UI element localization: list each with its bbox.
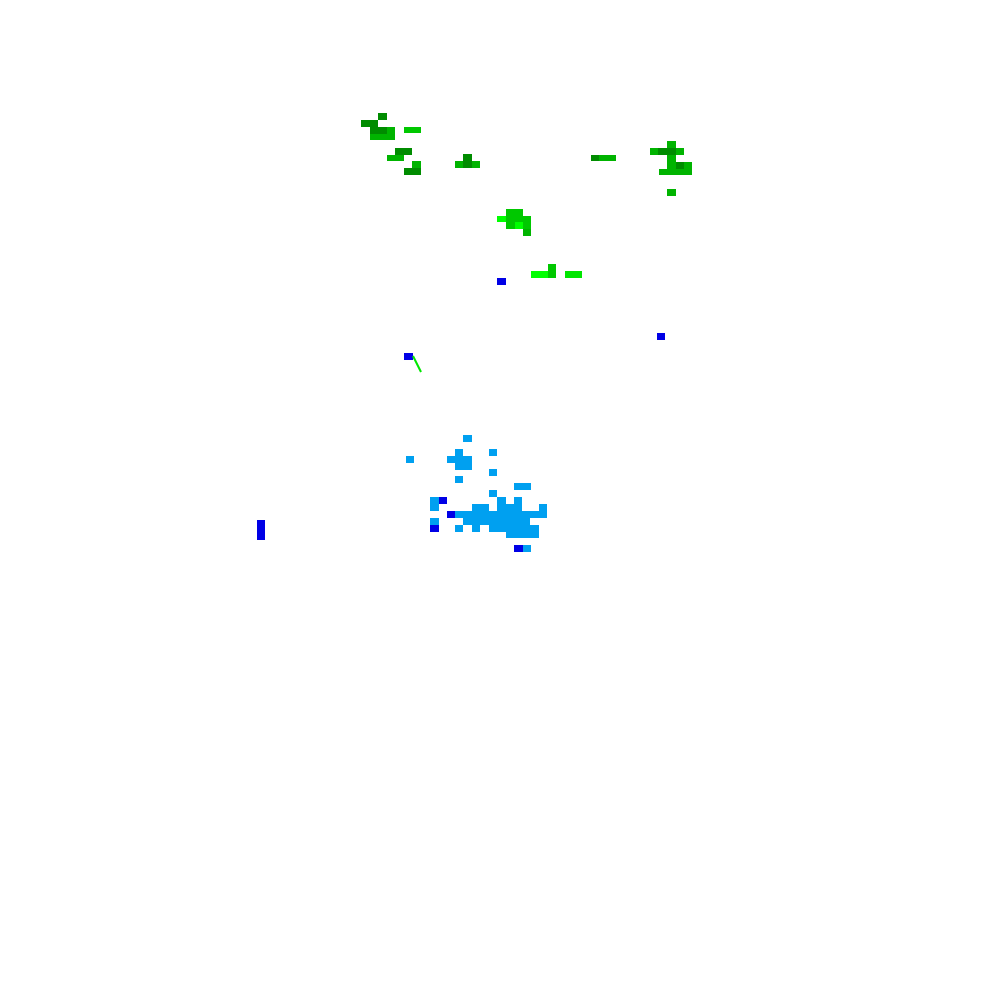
map-pixel bbox=[463, 435, 472, 442]
map-pixel bbox=[404, 127, 421, 133]
map-pixel bbox=[370, 134, 395, 140]
green-cluster-north-center bbox=[455, 154, 480, 168]
map-pixel bbox=[548, 271, 556, 278]
green-cluster-northwest bbox=[361, 113, 421, 175]
map-pixel bbox=[676, 162, 684, 169]
map-pixel bbox=[463, 518, 530, 525]
map-pixel bbox=[531, 271, 556, 278]
map-pixel bbox=[472, 525, 480, 532]
map-pixel bbox=[514, 497, 522, 504]
map-pixel bbox=[489, 449, 497, 456]
map-pixel bbox=[430, 525, 439, 532]
map-pixel bbox=[430, 497, 439, 504]
green-cluster-northeast bbox=[591, 141, 692, 196]
map-pixel bbox=[506, 216, 531, 222]
map-pixel bbox=[489, 490, 497, 497]
map-pixel bbox=[404, 353, 413, 360]
map-pixel bbox=[506, 525, 539, 532]
map-pixel bbox=[497, 497, 506, 504]
map-pixel bbox=[439, 497, 447, 504]
map-pixel bbox=[667, 189, 676, 196]
map-pixel bbox=[506, 222, 515, 229]
map-pixel bbox=[404, 168, 421, 175]
map-pixel bbox=[497, 278, 506, 285]
map-pixel bbox=[497, 504, 522, 511]
map-pixel bbox=[257, 520, 265, 540]
map-pixel bbox=[523, 545, 531, 552]
green-cluster-center-east bbox=[531, 264, 582, 278]
map-pixel bbox=[565, 271, 582, 278]
map-pixel bbox=[667, 141, 676, 148]
map-pixel bbox=[455, 476, 463, 483]
map-pixel bbox=[370, 127, 387, 134]
map-pixel bbox=[514, 483, 531, 490]
map-pixel bbox=[591, 155, 599, 161]
map-pixel bbox=[455, 511, 547, 518]
map-pixel bbox=[539, 504, 547, 511]
blue-markers bbox=[257, 278, 665, 540]
map-pixel bbox=[548, 264, 556, 271]
map-pixel bbox=[361, 120, 378, 127]
map-pixel bbox=[489, 525, 506, 532]
map-pixel bbox=[430, 504, 439, 511]
map-pixel bbox=[667, 155, 676, 162]
blue-cluster-south bbox=[406, 435, 547, 552]
map-pixel bbox=[455, 463, 472, 470]
green-cluster-center bbox=[497, 209, 531, 236]
map-pixel bbox=[387, 155, 404, 161]
map-pixel bbox=[406, 456, 414, 463]
map-pixel bbox=[658, 148, 676, 155]
map-pixel bbox=[506, 209, 523, 216]
map-pixel bbox=[455, 525, 463, 532]
map-pixel bbox=[599, 155, 616, 161]
map-pixel bbox=[506, 532, 539, 538]
map-pixel bbox=[523, 222, 531, 229]
map-pixel bbox=[657, 333, 665, 340]
map-pixel bbox=[489, 469, 497, 476]
map-pixel bbox=[659, 169, 692, 175]
map-pixel bbox=[463, 161, 472, 168]
map-pixel bbox=[412, 161, 421, 168]
map-pixel bbox=[378, 113, 387, 120]
map-pixel bbox=[523, 229, 531, 236]
map-pixel bbox=[395, 148, 412, 155]
map-pixel bbox=[430, 518, 439, 525]
map-pixel bbox=[455, 449, 463, 456]
map-pixel bbox=[472, 504, 489, 511]
map-pixel bbox=[515, 222, 523, 229]
map-pixel bbox=[497, 216, 506, 222]
map-pixel bbox=[387, 127, 395, 134]
map-pixel bbox=[514, 545, 523, 552]
green-streak bbox=[412, 355, 422, 373]
map-pixel bbox=[447, 456, 472, 463]
map-pixel bbox=[463, 154, 472, 161]
